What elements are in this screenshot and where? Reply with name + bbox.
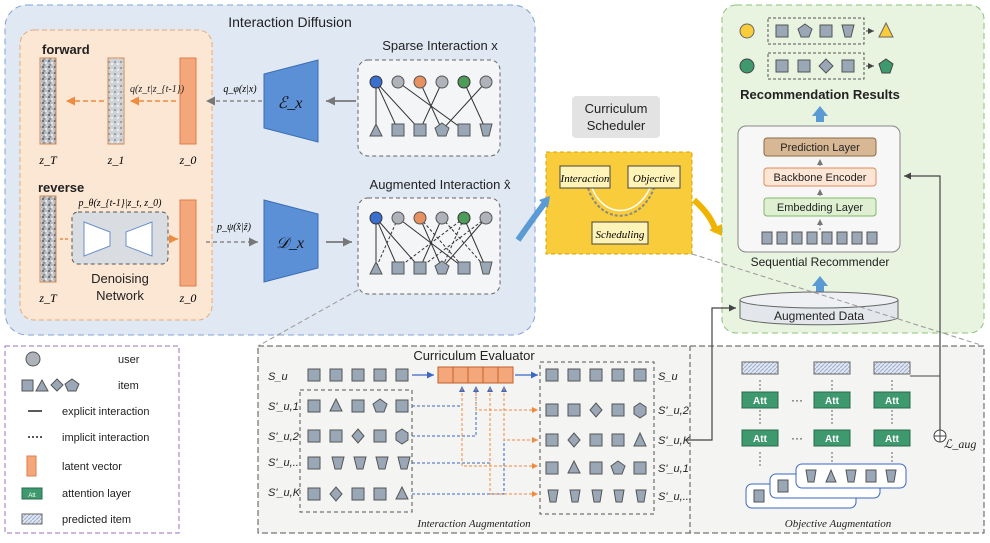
legend-item: item	[118, 380, 139, 392]
reverse-label: reverse	[38, 180, 84, 195]
zT-label: z_T	[38, 153, 58, 167]
prediction-layer-label: Prediction Layer	[780, 142, 860, 154]
interaction-augmentation-caption: Interaction Augmentation	[416, 518, 531, 530]
recommendation-results-title: Recommendation Results	[740, 87, 900, 102]
embedding-layer-label: Embedding Layer	[777, 202, 864, 214]
att-1-1: Att	[753, 396, 768, 407]
legend-latent: latent vector	[62, 461, 122, 473]
network-label: Network	[96, 288, 144, 303]
denoising-decoder-shape	[125, 221, 153, 257]
p-psi-label: p_ψ(x̂|ẑ)	[216, 222, 252, 233]
denoising-encoder-shape	[83, 221, 111, 257]
decoder-label: 𝒟_x	[276, 235, 304, 252]
result-predicted-2	[878, 58, 894, 74]
att-2-3: Att	[885, 434, 900, 445]
scheduler-title-line2: Scheduler	[587, 118, 646, 133]
legend-implicit: implicit interaction	[62, 432, 149, 444]
right-label-2: S'_u,K	[658, 435, 691, 447]
att-2-2: Att	[825, 434, 840, 445]
scheduler-scheduling: Scheduling	[596, 229, 645, 241]
legend-predicted: predicted item	[62, 514, 131, 526]
right-label-1: S'_u,2	[658, 405, 689, 417]
backbone-encoder	[763, 167, 877, 187]
interaction-diffusion-panel: Interaction Diffusion forward reverse q(…	[4, 4, 536, 336]
scheduler-title-box	[572, 96, 660, 138]
att-dots-2: ···	[791, 431, 803, 445]
zT-reverse-label: z_T	[38, 291, 58, 305]
q-transition-label: q(z_t|z_{t-1})	[130, 84, 185, 95]
augmentation-panel: Curriculum Evaluator S_u S'_u,1 S'_u,2 S…	[257, 172, 985, 534]
z0-reverse-label: z_0	[179, 291, 197, 305]
decoder-shape	[263, 199, 319, 283]
att-1-2: Att	[825, 396, 840, 407]
left-label-4: S'_u,K	[268, 487, 301, 499]
objective-augmentation: Att Att Att Att Att Att ··· ···	[741, 172, 977, 530]
sparse-items	[369, 122, 493, 137]
recommender-panel: Recommendation Results Prediction Layer …	[721, 4, 985, 334]
legend-attention: attention layer	[62, 488, 131, 500]
right-label-4: S'_u,...	[658, 491, 692, 503]
denoising-label: Denoising	[91, 271, 149, 286]
encoder-shape	[263, 59, 319, 143]
z0-label: z_0	[179, 153, 197, 167]
z1-label: z_1	[107, 153, 125, 167]
embedding-layer	[763, 197, 877, 217]
sparse-interaction-title: Sparse Interaction x	[382, 38, 498, 53]
legend-user: user	[118, 354, 140, 366]
augmented-users	[369, 211, 493, 225]
input-sequence-items	[761, 231, 878, 245]
augmented-items	[369, 260, 493, 275]
scheduler-objective: Objective	[633, 173, 675, 185]
l-aug-label: ℒ_aug	[944, 437, 977, 451]
right-label-0: S_u	[658, 371, 678, 383]
left-label-2: S'_u,2	[268, 431, 299, 443]
att-1-3: Att	[885, 396, 900, 407]
result-user-1	[739, 23, 755, 39]
scheduler-interaction: Interaction	[560, 173, 610, 185]
legend-explicit: explicit interaction	[62, 406, 149, 418]
att-dots-1: ···	[791, 393, 803, 407]
curriculum-scheduler: Curriculum Scheduler Interaction Objecti…	[515, 96, 722, 255]
result-user-2	[739, 58, 755, 74]
interaction-diffusion-title: Interaction Diffusion	[228, 14, 351, 30]
noise-vector-zT	[39, 57, 57, 145]
encoder-label: ℰ_x	[278, 95, 303, 112]
augmented-interaction-title: Augmented Interaction x̂	[370, 177, 511, 192]
noise-vector-zT-reverse	[39, 195, 57, 283]
result-predicted-1	[878, 21, 894, 38]
legend-att-small: Att	[28, 493, 36, 499]
att-2-1: Att	[753, 434, 768, 445]
legend: user item explicit interaction implicit …	[4, 345, 180, 534]
curriculum-evaluator-title: Curriculum Evaluator	[413, 348, 535, 363]
forward-label: forward	[42, 42, 90, 57]
q-phi-label: q_φ(z|x)	[223, 84, 257, 95]
objective-augmentation-caption: Objective Augmentation	[785, 518, 892, 530]
p-theta-label: p_θ(z_{t-1}|z_t, z_0)	[78, 198, 163, 209]
left-label-3: S'_u,...	[268, 457, 302, 469]
right-label-3: S'_u,1	[658, 463, 689, 475]
scheduler-title-line1: Curriculum	[585, 101, 648, 116]
noise-vector-z1	[107, 57, 125, 145]
sparse-users	[369, 75, 493, 89]
backbone-encoder-label: Backbone Encoder	[774, 172, 867, 184]
latent-vector-z0-reverse	[179, 199, 197, 287]
prediction-layer	[763, 137, 877, 157]
latent-vector-z0	[179, 57, 197, 145]
sparse-graph-box	[357, 59, 501, 157]
sequential-recommender-label: Sequential Recommender	[751, 255, 890, 269]
left-label-0: S_u	[268, 371, 288, 383]
left-label-1: S'_u,1	[268, 401, 299, 413]
augmented-data-label: Augmented Data	[774, 309, 864, 323]
